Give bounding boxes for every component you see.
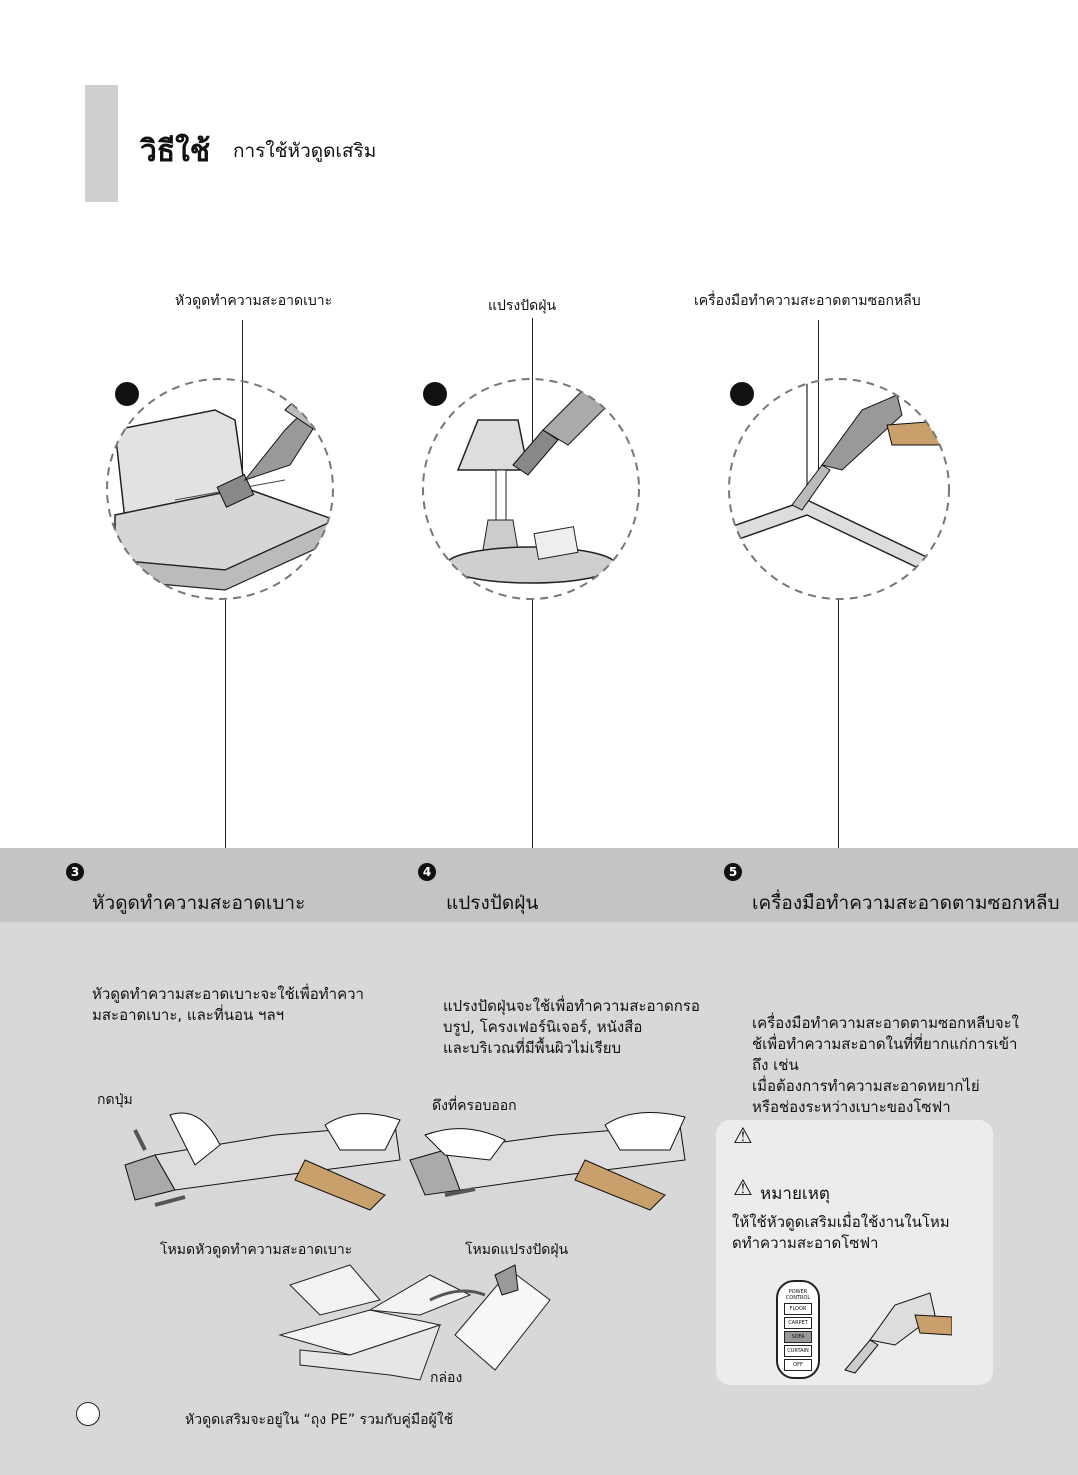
crevice-desc-line: หรือช่องระหว่างเบาะของโซฟา [752,1098,951,1116]
header-tab [85,85,118,202]
section-number-4: 4 [418,863,436,881]
seat-nozzle-description: หัวดูดทำความสะอาดเบาะจะใช้เพื่อทำควา มสะ… [92,984,422,1026]
crevice-desc-line: ช้เพื่อทำความสะอาดในที่ที่ยากแก่การเข้า [752,1035,1018,1053]
curtain-mode-button[interactable]: CURTAIN [784,1345,812,1357]
carpet-mode-button[interactable]: CARPET [784,1317,812,1329]
leader-line-crevice-top [818,320,819,480]
crevice-desc-line: เครื่องมือทำความสะอาดตามซอกหลีบจะใ [752,1014,1020,1032]
brush-desc-line: และบริเวณที่มีพื้นผิวไม่เรียบ [443,1039,622,1057]
power-control-panel: POWER CONTROL FLOOR CARPET SOFA CURTAIN … [776,1280,820,1379]
seat-desc-line: หัวดูดทำความสะอาดเบาะจะใช้เพื่อทำควา [92,985,364,1003]
crevice-desc-line: เมื่อต้องการทำความสะอาดหยากไย่ [752,1077,980,1095]
section-title-dust-brush: แปรงปัดฝุ่น [446,892,539,914]
section-title-band [0,848,1078,922]
warning-icon: ⚠ [733,1176,753,1201]
panel-header-line: CONTROL [785,1295,811,1301]
panel-header-line: POWER [788,1289,808,1295]
dust-brush-removal-illustration [409,1112,686,1211]
page-title: วิธีใช้ [140,134,211,169]
label-crevice-tool: เครื่องมือทำความสะอาดตามซอกหลีบ [694,293,921,309]
caution-box [716,1120,993,1385]
note-circle-icon [76,1402,100,1426]
section-title-seat-nozzle: หัวดูดทำความสะอาดเบาะ [92,892,306,914]
label-dust-brush: แปรงปัดฝุ่น [488,298,557,314]
seat-desc-line: มสะอาดเบาะ, และที่นอน ฯลฯ [92,1006,285,1024]
crevice-desc-line: ถึง เช่น [752,1056,799,1074]
label-box: กล่อง [430,1370,463,1386]
note-text: ให้ใช้หัวดูดเสริมเมื่อใช้งานในโหม ดทำควา… [732,1212,987,1254]
page-subtitle: การใช้หัวดูดเสริม [233,140,377,162]
leader-line-crevice-bottom [838,600,839,850]
leader-line-seat-bottom [225,600,226,850]
box-illustration [278,1264,551,1381]
section-number-5: 5 [724,863,742,881]
label-brush-mode: โหมดแปรงปัดฝุ่น [465,1242,569,1258]
crevice-tool-description: เครื่องมือทำความสะอาดตามซอกหลีบจะใ ช้เพื… [752,1013,1052,1118]
label-seat-mode: โหมดหัวดูดทำความสะอาดเบาะ [160,1242,353,1258]
note-heading: หมายเหตุ [760,1184,830,1204]
brush-desc-line: บรูป, โครงเฟอร์นิเจอร์, หนังสือ [443,1018,643,1036]
section-title-crevice-tool: เครื่องมือทำความสะอาดตามซอกหลีบ [752,892,1060,914]
handle-with-crevice-illustration [844,1292,952,1374]
floor-mode-button[interactable]: FLOOR [784,1303,812,1315]
dust-brush-description: แปรงปัดฝุ่นจะใช้เพื่อทำความสะอาดกรอ บรูป… [443,996,743,1059]
note-line: ให้ใช้หัวดูดเสริมเมื่อใช้งานในโหม [732,1213,950,1231]
seat-nozzle-removal-illustration [124,1112,401,1211]
leader-line-brush-top [532,318,533,468]
dust-brush-illustration [422,378,640,600]
step-pull-cover: ดึงที่ครอบออก [432,1098,517,1114]
crevice-tool-illustration [728,378,950,600]
brush-desc-line: แปรงปัดฝุ่นจะใช้เพื่อทำความสะอาดกรอ [443,997,700,1015]
footer-note: หัวดูดเสริมจะอยู่ใน “ถุง PE” รวมกับคู่มื… [185,1412,454,1428]
section-number-3: 3 [66,863,84,881]
off-button[interactable]: OFF [784,1359,812,1371]
warning-icon: ⚠ [733,1124,753,1149]
step-press-button: กดปุ่ม [97,1092,133,1108]
power-control-label: POWER CONTROL [778,1289,818,1301]
leader-line-seat-top [242,320,243,500]
seat-nozzle-illustration [106,378,334,600]
leader-line-brush-bottom [532,600,533,850]
sofa-mode-button[interactable]: SOFA [784,1331,812,1343]
label-seat-nozzle: หัวดูดทำความสะอาดเบาะ [175,293,333,309]
note-line: ดทำความสะอาดโซฟา [732,1234,879,1252]
